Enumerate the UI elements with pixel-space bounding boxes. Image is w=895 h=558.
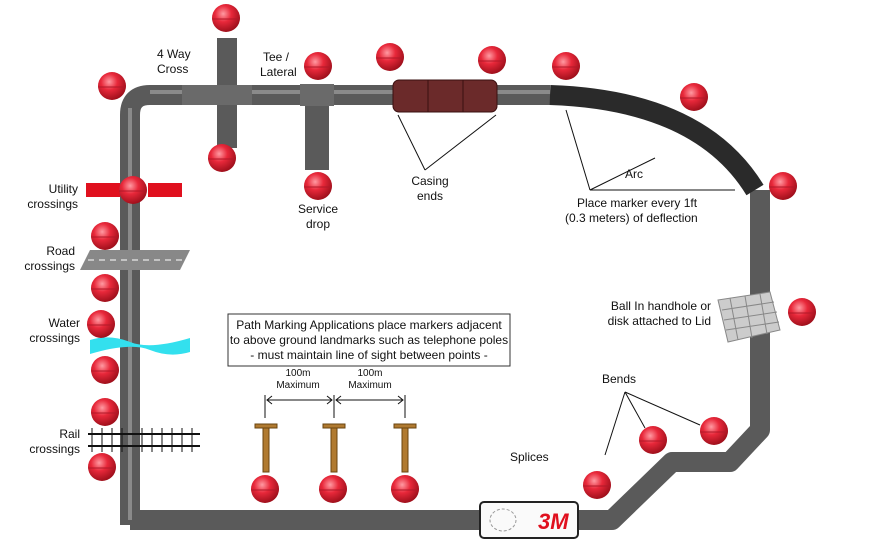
label-tee: Tee /	[263, 50, 290, 64]
label-rail: Rail	[59, 427, 80, 441]
marker-ball-icon	[91, 398, 119, 426]
label-max: 100m	[285, 368, 310, 379]
note-line: Path Marking Applications place markers …	[236, 318, 502, 332]
marker-ball-icon	[552, 52, 580, 80]
label-bends: Bends	[602, 372, 636, 386]
pointer-lines	[397, 109, 735, 456]
label-casing: ends	[417, 189, 443, 203]
label-tee: Lateral	[260, 65, 297, 79]
rail-crossing	[88, 428, 200, 452]
marker-ball-icon	[119, 176, 147, 204]
marker-ball-icon	[91, 222, 119, 250]
label-4-way-cross: Cross	[157, 62, 188, 76]
label-4-way-cross: 4 Way	[157, 47, 191, 61]
marker-ball-icon	[251, 475, 279, 503]
marker-ball-icon	[98, 72, 126, 100]
arc-pipe	[549, 85, 764, 196]
label-max: Maximum	[348, 380, 391, 391]
utility-crossing	[148, 183, 182, 197]
marker-ball-icon	[91, 274, 119, 302]
tee-fitting	[300, 84, 334, 106]
label-deflection: (0.3 meters) of deflection	[565, 211, 698, 225]
label-rail: crossings	[29, 442, 80, 456]
telephone-poles	[254, 423, 417, 473]
utility-crossing	[86, 183, 120, 197]
splice-closure	[479, 501, 579, 539]
label-utility: crossings	[27, 197, 78, 211]
label-max: Maximum	[276, 380, 319, 391]
label-casing: Casing	[411, 174, 448, 188]
label-water: crossings	[29, 331, 80, 345]
marker-ball-icon	[88, 453, 116, 481]
marker-ball-icon	[212, 4, 240, 32]
marker-ball-icon	[376, 43, 404, 71]
label-road: crossings	[24, 259, 75, 273]
marker-ball-icon	[680, 83, 708, 111]
marker-ball-icon	[87, 310, 115, 338]
casing	[392, 79, 498, 113]
splice-brand: 3M	[538, 509, 569, 534]
marker-ball-icon	[639, 426, 667, 454]
marker-ball-icon	[700, 417, 728, 445]
label-service-drop: Service	[298, 202, 338, 216]
marker-ball-icon	[769, 172, 797, 200]
marker-ball-icon	[391, 475, 419, 503]
distance-arrows	[264, 395, 406, 418]
marker-ball-icon	[91, 356, 119, 384]
label-water: Water	[48, 316, 80, 330]
note-line: - must maintain line of sight between po…	[250, 348, 487, 362]
handhole-icon	[717, 291, 781, 343]
label-road: Road	[46, 244, 75, 258]
label-arc: Arc	[625, 167, 643, 181]
label-handhole: disk attached to Lid	[608, 314, 711, 328]
marker-ball-icon	[788, 298, 816, 326]
cross-fitting	[182, 85, 252, 105]
marker-ball-icon	[583, 471, 611, 499]
marker-ball-icon	[304, 172, 332, 200]
marker-ball-icon	[319, 475, 347, 503]
label-handhole: Ball In handhole or	[611, 299, 711, 313]
marker-ball-icon	[304, 52, 332, 80]
tee-lateral	[305, 100, 329, 170]
label-deflection: Place marker every 1ft	[577, 196, 698, 210]
note-line: to above ground landmarks such as teleph…	[230, 333, 508, 347]
water-crossing	[90, 337, 190, 355]
label-service-drop: drop	[306, 217, 330, 231]
note-box	[227, 313, 511, 367]
marker-ball-icon	[208, 144, 236, 172]
label-splices: Splices	[510, 450, 549, 464]
marker-ball-icon	[478, 46, 506, 74]
label-max: 100m	[357, 368, 382, 379]
label-utility: Utility	[49, 182, 78, 196]
